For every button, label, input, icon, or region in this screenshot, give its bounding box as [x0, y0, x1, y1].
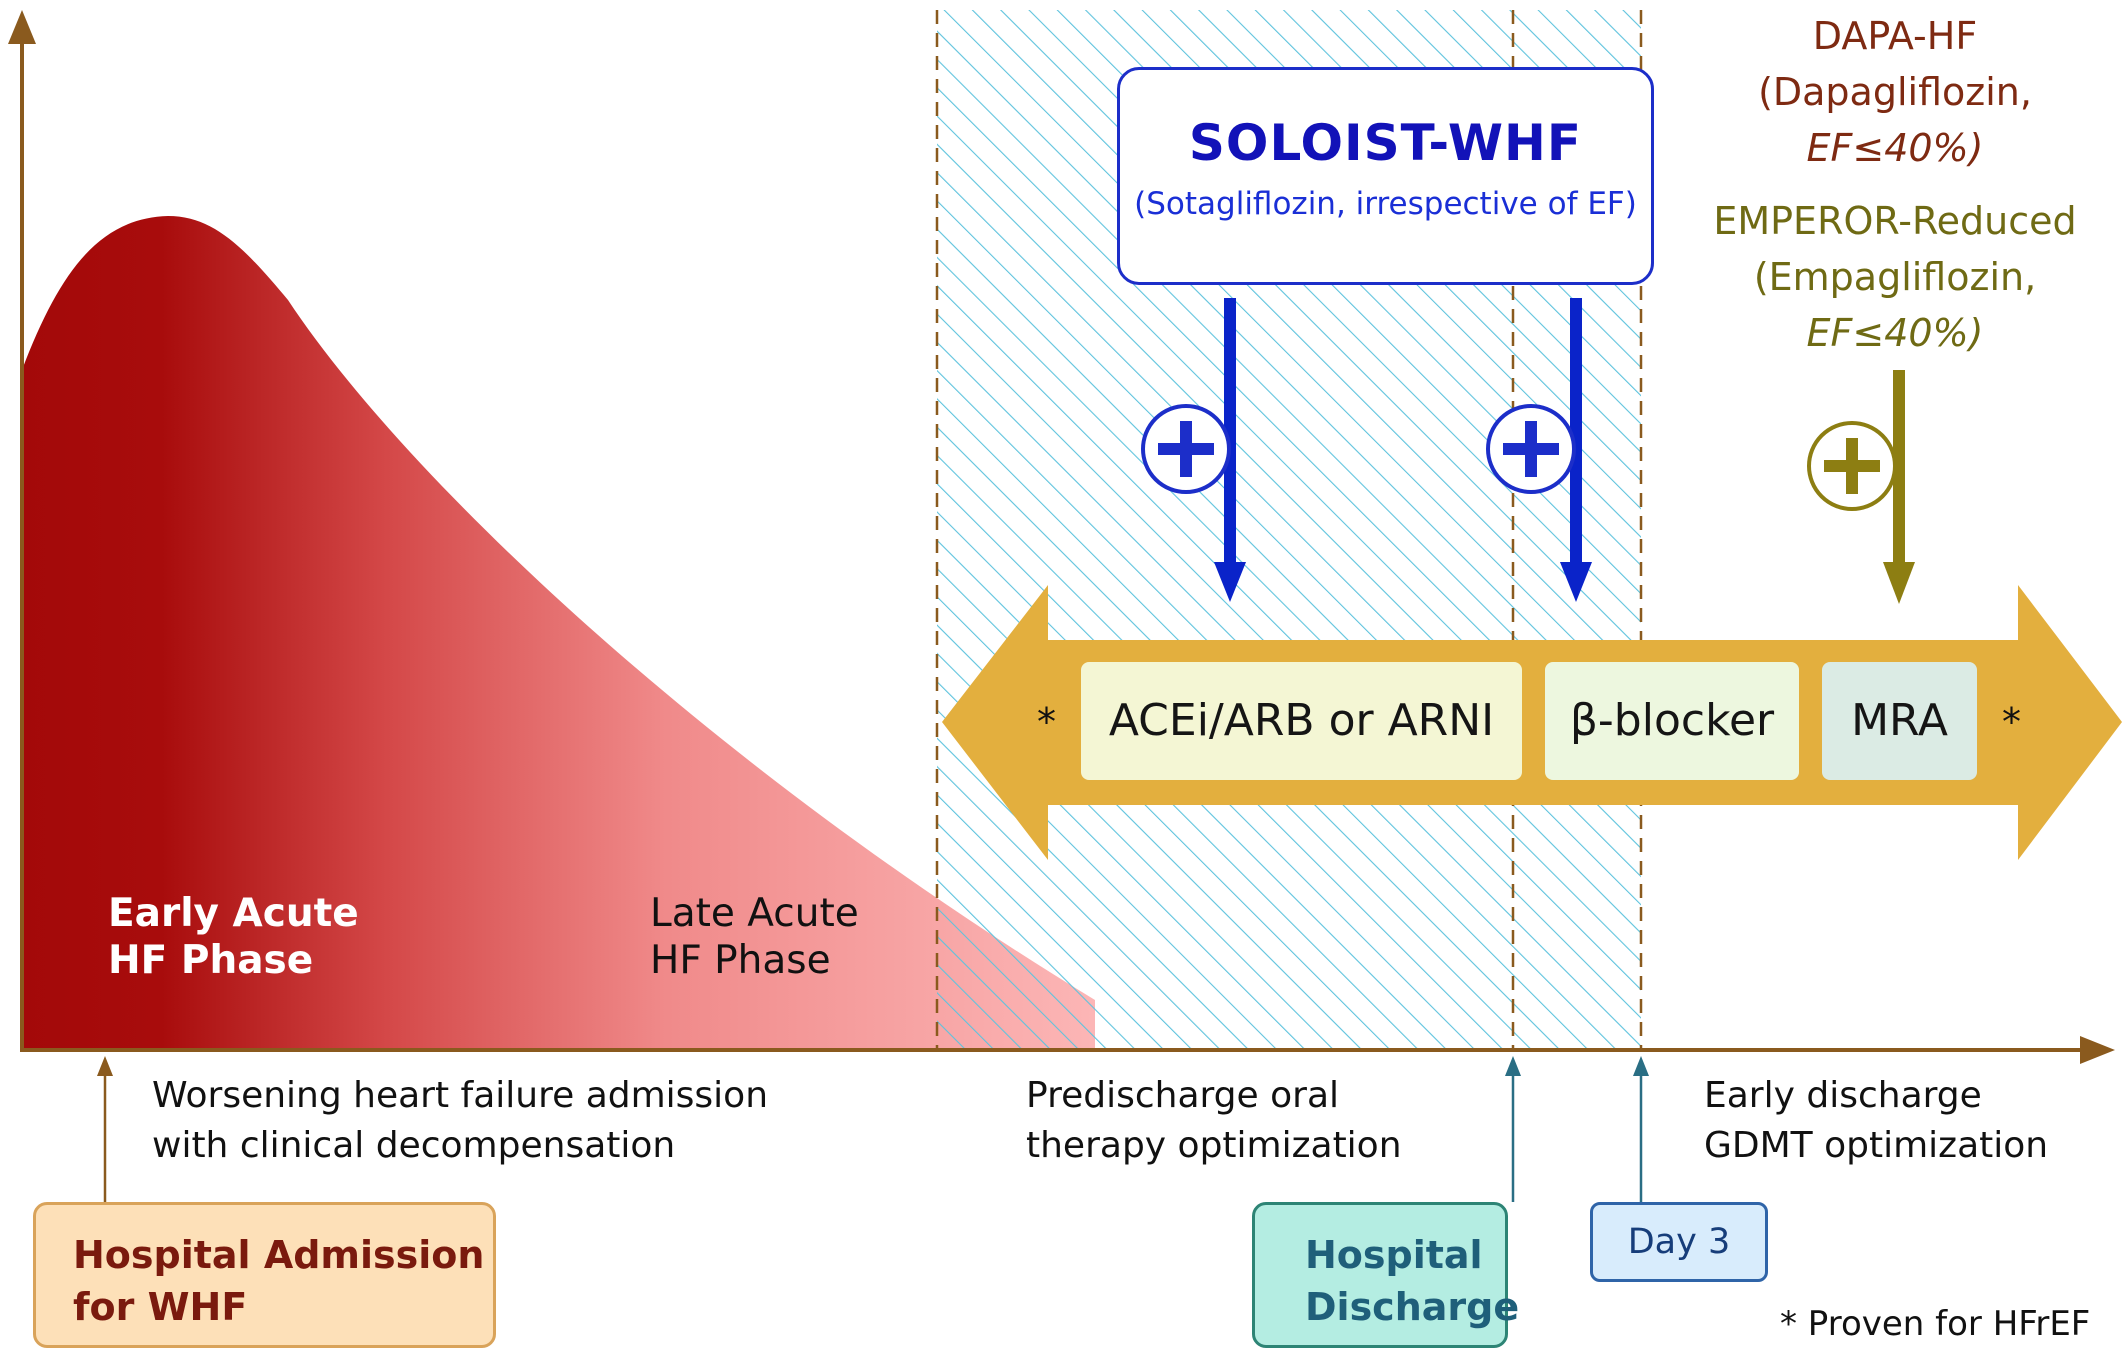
drug-mra: MRA: [1822, 662, 1977, 780]
soloist-whf-detail: (Sotagliflozin, irrespective of EF): [1134, 186, 1637, 222]
up-arrow-icon: [97, 1056, 113, 1202]
x-axis-arrowhead: [2080, 1036, 2115, 1064]
emperor-reduced-label: EMPEROR-Reduced (Empagliflozin, EF≤40%): [1713, 199, 2077, 355]
up-arrow-icon: [1505, 1056, 1521, 1202]
down-arrow-icon: [1560, 298, 1592, 602]
therapy-double-arrow: [942, 585, 2122, 860]
plus-circle-icon: [1807, 421, 1897, 511]
plus-circle-icon: [1141, 404, 1231, 494]
plus-circle-icon: [1486, 404, 1576, 494]
up-arrow-icon: [1633, 1056, 1649, 1202]
dapa-hf-label: DAPA-HF (Dapagliflozin, EF≤40%): [1758, 14, 2032, 170]
down-arrow-icon: [1883, 370, 1915, 604]
down-arrow-icon: [1214, 298, 1246, 602]
soloist-whf-box: SOLOIST-WHF (Sotagliflozin, irrespective…: [1117, 67, 1654, 285]
therapy-marker-right: *: [2002, 700, 2021, 744]
footnote: * Proven for HFrEF: [1780, 1304, 2091, 1344]
day3-box: Day 3: [1590, 1202, 1768, 1282]
soloist-whf-title: SOLOIST-WHF: [1188, 114, 1583, 172]
drug-acei-arb-arni: ACEi/ARB or ARNI: [1081, 662, 1522, 780]
acute-phase-curve: [22, 216, 1095, 1050]
y-axis-arrowhead: [8, 10, 36, 44]
drug-beta-blocker: β-blocker: [1545, 662, 1799, 780]
therapy-marker-left: *: [1037, 700, 1056, 744]
